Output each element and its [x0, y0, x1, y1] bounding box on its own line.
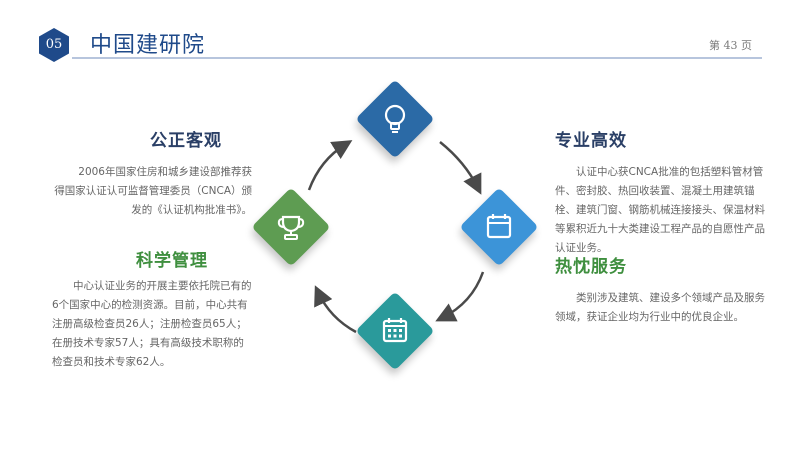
block-scientific-management: 科学管理 中心认证业务的开展主要依托院已有的6个国家中心的检测资源。目前，中心共…	[52, 246, 252, 372]
node-right	[459, 187, 539, 267]
page-number: 第 43 页	[709, 39, 752, 52]
lightbulb-icon	[367, 91, 423, 147]
brand-title: 中国建研院	[90, 33, 206, 58]
block-title: 专业高效	[555, 131, 627, 151]
block-body: 认证中心获CNCA批准的包括塑料管材管件、密封胶、热回收装置、混凝土用建筑锚栓、…	[555, 166, 765, 254]
block-professional: 专业高效 认证中心获CNCA批准的包括塑料管材管件、密封胶、热回收装置、混凝土用…	[555, 126, 765, 258]
block-body: 类别涉及建筑、建设多个领域产品及服务领域，获证企业均为行业中的优良企业。	[555, 292, 765, 323]
node-bottom	[355, 291, 435, 371]
slide-header: 05 中国建研院 第 43 页	[0, 0, 800, 70]
header-divider	[72, 57, 762, 59]
section-hexagon: 05	[36, 27, 72, 63]
trophy-icon	[263, 199, 319, 255]
arrow-left-top	[307, 140, 353, 191]
block-impartial: 公正客观 2006年国家住房和城乡建设部推荐获得国家认证认可监督管理委员（CNC…	[52, 126, 252, 220]
arrow-bottom-left	[314, 285, 357, 334]
calendar-grid-icon	[367, 303, 423, 359]
hexagon-icon	[39, 28, 69, 62]
block-title: 公正客观	[150, 131, 222, 151]
block-title: 热忱服务	[555, 257, 627, 277]
section-number: 05	[45, 37, 63, 52]
node-left	[251, 187, 331, 267]
node-top	[355, 79, 435, 159]
block-body: 2006年国家住房和城乡建设部推荐获得国家认证认可监督管理委员（CNCA）颁发的…	[54, 166, 252, 216]
block-body: 中心认证业务的开展主要依托院已有的6个国家中心的检测资源。目前，中心共有注册高级…	[52, 280, 252, 368]
block-service: 热忱服务 类别涉及建筑、建设多个领域产品及服务领域，获证企业均为行业中的优良企业…	[555, 252, 775, 327]
block-title: 科学管理	[136, 251, 208, 271]
arrow-right-bottom	[435, 271, 485, 322]
arrow-top-right	[439, 141, 482, 195]
calendar-icon	[471, 199, 527, 255]
